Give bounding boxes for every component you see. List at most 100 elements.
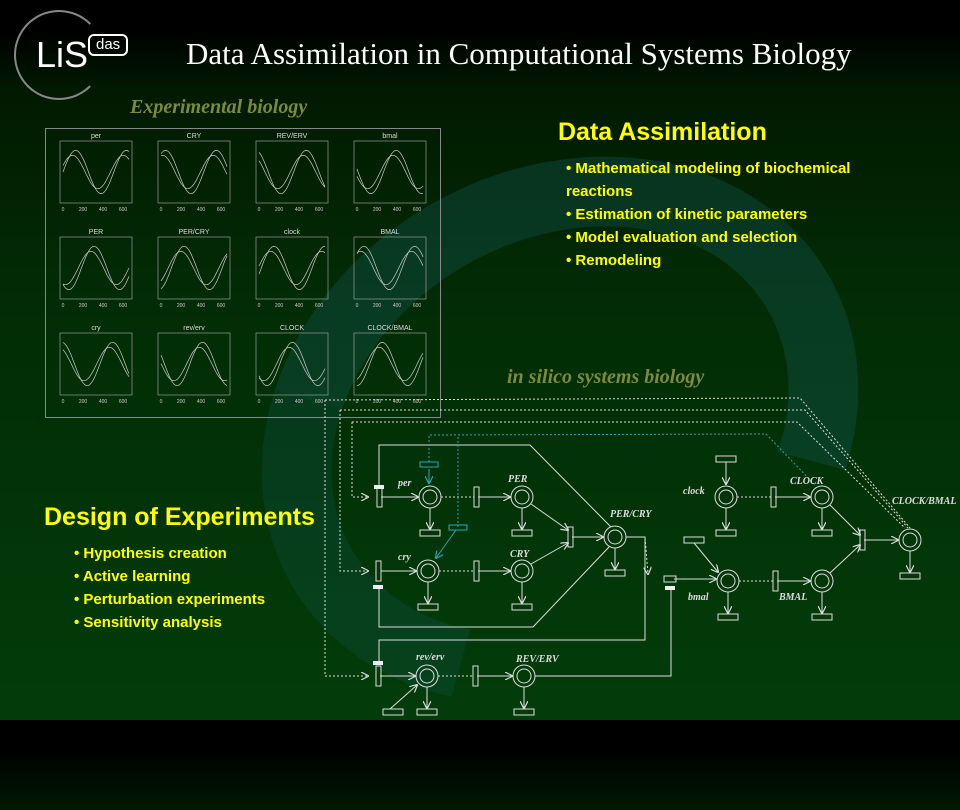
arc [530, 543, 568, 565]
panel-frame [353, 236, 427, 300]
arc [378, 546, 610, 628]
arc [378, 536, 646, 661]
arc [829, 545, 860, 574]
x-tick-label: 0 [258, 207, 261, 213]
panel-frame [353, 332, 427, 396]
panel-title: CLOCK/BMAL [367, 325, 412, 332]
place-CB [898, 528, 922, 552]
x-tick-label: 0 [62, 207, 65, 213]
transition [375, 665, 382, 687]
x-tick-label: 400 [393, 207, 402, 213]
transition [473, 560, 480, 582]
place-cry [416, 559, 440, 583]
x-tick-label: 200 [275, 207, 284, 213]
place-inner [516, 668, 532, 684]
experimental-biology-label: Experimental biology [130, 96, 308, 118]
list-item: Hypothesis creation [74, 542, 265, 565]
arc [693, 542, 718, 572]
transition [375, 560, 382, 582]
x-tick-label: 200 [177, 399, 186, 405]
sink-box [899, 572, 921, 580]
arc [340, 409, 909, 529]
x-tick-label: 600 [119, 207, 128, 213]
x-tick-label: 600 [217, 399, 226, 405]
series-line [160, 346, 228, 382]
place-inner [420, 563, 436, 579]
x-tick-label: 0 [258, 399, 261, 405]
x-tick-label: 400 [197, 399, 206, 405]
place-bmal [716, 569, 740, 593]
sink-box [511, 529, 533, 537]
arc [535, 590, 672, 677]
series-line [258, 341, 326, 387]
x-tick-label: 0 [160, 207, 163, 213]
series-line [62, 346, 130, 382]
series-line [62, 341, 130, 387]
panel-frame [59, 236, 133, 300]
series-line [258, 154, 326, 190]
sink-box [417, 603, 439, 611]
list-item: Perturbation experiments [74, 588, 265, 611]
series-line [258, 346, 326, 382]
panel-frame [157, 236, 231, 300]
node-label-percry: PER/CRY [610, 509, 652, 520]
transition [473, 486, 480, 508]
inhibitor-mark [665, 586, 675, 590]
arc [378, 444, 612, 528]
panel-title: REV/ERV [277, 133, 308, 140]
x-tick-label: 600 [119, 303, 128, 309]
node-label-rev: rev/erv [416, 652, 445, 663]
series-line [258, 150, 326, 195]
place-PC [603, 525, 627, 549]
panel-frame [59, 332, 133, 396]
node-label-clockbmal: CLOCK/BMAL [892, 496, 956, 507]
sink-box [715, 529, 737, 537]
x-tick-label: 200 [373, 303, 382, 309]
panel-title: bmal [382, 133, 398, 140]
list-item: Active learning [74, 565, 265, 588]
x-tick-label: 0 [160, 399, 163, 405]
plots-svg: per 0 200 400 600 CRY 0 200 400 600 REV/ERV 0 200 400… [59, 133, 427, 405]
panel-frame [157, 140, 231, 204]
transition [770, 486, 777, 508]
sink-box [511, 603, 533, 611]
source-box [683, 536, 705, 544]
panel-title: CRY [187, 133, 202, 140]
panel-title: per [91, 133, 102, 140]
place-inner [607, 529, 623, 545]
x-tick-label: 400 [295, 303, 304, 309]
arc [436, 529, 457, 558]
transition [772, 570, 779, 592]
sink-box [419, 529, 441, 537]
place-inner [720, 573, 736, 589]
place-BMAL [810, 569, 834, 593]
arc [389, 685, 417, 710]
source-box [448, 524, 468, 531]
source-box [715, 455, 737, 463]
series-line [160, 341, 228, 387]
arc [829, 504, 860, 535]
node-label-PER: PER [508, 474, 528, 485]
node-label-cry: cry [398, 552, 411, 563]
sink-box [811, 529, 833, 537]
node-label-BMAL: BMAL [778, 592, 807, 603]
place-inner [718, 489, 734, 505]
series-line [62, 245, 130, 291]
panel-title: cry [91, 325, 101, 332]
series-line [356, 245, 424, 290]
inhibitor-mark [373, 585, 383, 589]
design-list: Hypothesis creation Active learning Pert… [74, 542, 265, 634]
series-line [160, 149, 228, 195]
place-clock [714, 485, 738, 509]
x-tick-label: 200 [177, 207, 186, 213]
list-item: Remodeling [566, 249, 896, 272]
place-inner [419, 668, 435, 684]
x-tick-label: 400 [393, 399, 402, 405]
panel-frame [353, 140, 427, 204]
x-tick-label: 200 [79, 399, 88, 405]
series-line [160, 250, 228, 286]
x-tick-label: 0 [356, 399, 359, 405]
series-line [62, 154, 130, 190]
x-tick-label: 0 [356, 303, 359, 309]
logo-ring [14, 10, 104, 100]
